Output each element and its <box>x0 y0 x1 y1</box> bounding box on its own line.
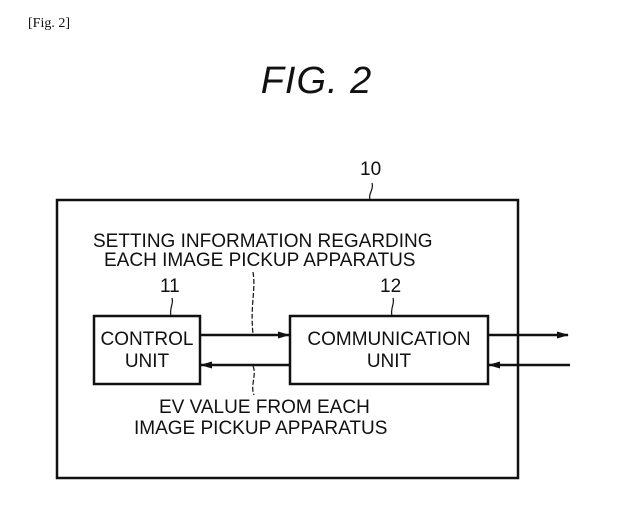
communication-unit-label-line2: UNIT <box>367 351 412 372</box>
control-unit-label-line1: CONTROL <box>101 329 194 350</box>
control-unit-label-line2: UNIT <box>125 351 170 372</box>
bottom-annotation-line2: IMAGE PICKUP APPARATUS <box>134 418 387 439</box>
control-unit-ref: 11 <box>160 276 180 297</box>
top-annotation-leader <box>251 271 255 335</box>
top-annotation-line1: SETTING INFORMATION REGARDING <box>93 231 433 252</box>
communication-unit-label-line1: COMMUNICATION <box>307 329 470 350</box>
communication-unit-ref: 12 <box>380 276 401 297</box>
control-unit-leader <box>169 297 174 317</box>
communication-unit-block <box>288 314 490 386</box>
figure-reference: [Fig. 2] <box>28 16 70 31</box>
outer-block-ref: 10 <box>360 159 381 180</box>
top-annotation-line2: EACH IMAGE PICKUP APPARATUS <box>104 250 415 271</box>
control-unit-block <box>92 314 202 386</box>
outer-block-leader <box>368 182 374 201</box>
bottom-annotation-line1: EV VALUE FROM EACH <box>159 397 370 418</box>
figure-title: FIG. 2 <box>260 60 373 102</box>
communication-unit-leader <box>390 297 395 317</box>
outer-block-10 <box>55 198 520 480</box>
bottom-annotation-leader <box>252 365 255 396</box>
